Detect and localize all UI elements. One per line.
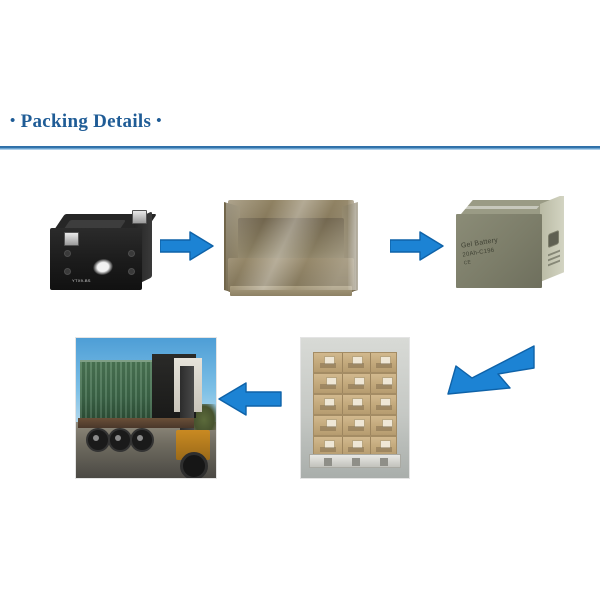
plastic-liner-edge [348,196,362,290]
battery-vent-icon [128,268,135,275]
container-loading-photo [75,337,217,479]
page-title-label: Packing Details [20,111,152,132]
open-lined-carton-photo [218,188,364,305]
gel-battery-carton-photo: Gel Battery 20Ah-C196 CE [448,196,570,308]
palletized-boxes-photo [300,337,410,479]
page-title: •Packing Details• [10,108,162,135]
carton-stack [313,352,397,460]
brand-logo-icon [91,257,115,277]
gel-carton-front-face [456,214,542,288]
battery-vent-icon [128,250,135,257]
trailer-wheel [130,428,154,452]
trailer-chassis [78,418,194,428]
flow-arrow-left [218,380,282,418]
header-divider [0,146,600,150]
flow-arrow-right [160,230,214,262]
battery-vent-icon [64,250,71,257]
shipping-container [80,360,154,420]
battery-vent-icon [64,268,71,275]
carton-row [313,415,397,436]
bullet-left-icon: • [10,113,16,129]
carton-row [313,352,397,373]
carton-row [313,394,397,415]
bullet-right-icon: • [156,113,162,129]
wooden-pallet [309,454,401,468]
battery-model-text: YTX9-BS [72,278,91,283]
forklift-wheel [180,452,208,478]
motorcycle-battery-photo: YTX9-BS [44,198,158,302]
battery-negative-terminal [64,232,79,246]
trailer-wheel [86,428,110,452]
battery-brand-label [74,254,132,280]
carton-base-edge [230,286,352,296]
flow-arrow-right [390,230,444,262]
trailer-wheel [108,428,132,452]
flow-arrow-down-left [440,344,536,400]
battery-positive-terminal [132,210,147,224]
section-header: •Packing Details• [0,108,600,154]
gel-carton-tape-seam [460,206,540,209]
carton-row [313,373,397,394]
